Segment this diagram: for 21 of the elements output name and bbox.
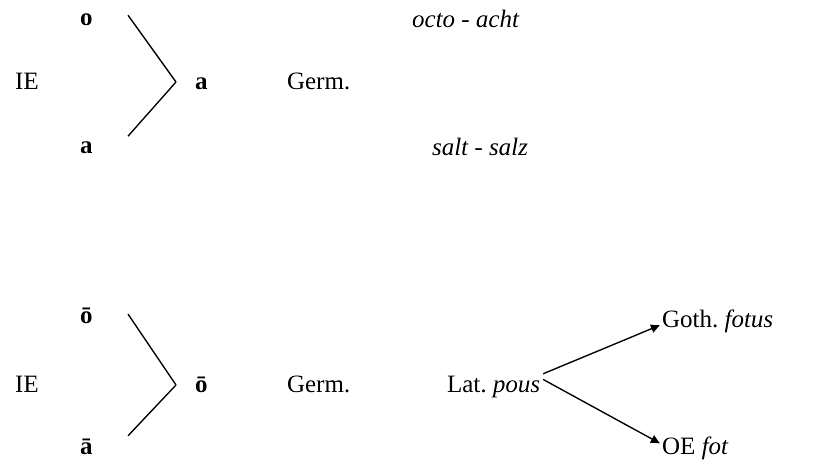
merge-line (127, 384, 177, 436)
term-text: ō (176, 371, 208, 399)
term-text: ā (80, 433, 128, 461)
term-text: ō (80, 302, 128, 330)
term-text: a (80, 132, 128, 160)
arrow (542, 324, 660, 374)
label-text: IE (15, 371, 39, 399)
label-text: octo - acht (412, 6, 519, 34)
label-text: IE (15, 68, 39, 96)
label-text: Germ. (287, 371, 350, 399)
term-text: a (176, 68, 208, 96)
label-text: salt - salz (432, 134, 528, 162)
label-text: Germ. (287, 68, 350, 96)
term-text: OE fot (662, 433, 728, 461)
term-text: o (80, 4, 128, 32)
arrow (542, 378, 660, 444)
merge-line (127, 82, 177, 137)
term-text: Goth. fotus (662, 306, 774, 334)
merge-line (127, 314, 177, 386)
merge-line (127, 14, 177, 82)
term-text: Lat. pous (447, 371, 540, 399)
